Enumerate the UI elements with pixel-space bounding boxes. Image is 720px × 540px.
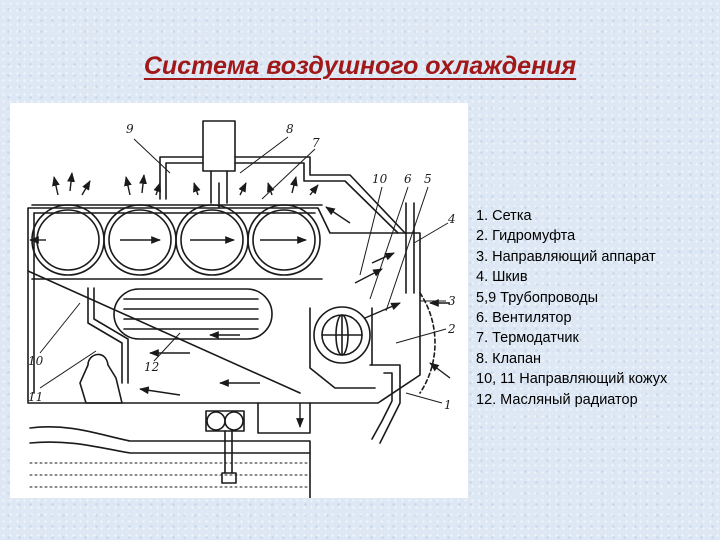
callout-6: 6 <box>404 172 412 186</box>
pulley-belt <box>405 202 415 294</box>
slide-title: Система воздушного охлаждения <box>143 52 577 80</box>
crankcase <box>257 402 311 434</box>
valve-housing <box>202 120 236 172</box>
callout-4: 4 <box>447 212 456 226</box>
callout-7: 7 <box>312 136 320 150</box>
callout-5: 5 <box>424 172 432 186</box>
legend-item: 7. Термодатчик <box>476 330 579 347</box>
oil-sump <box>29 426 311 498</box>
callout-8: 8 <box>286 122 294 136</box>
legend-item: 1. Сетка <box>476 208 532 224</box>
legend-item: 3. Направляющий аппарат <box>476 248 656 265</box>
callout-2: 2 <box>447 322 456 336</box>
diagram-drawing: 9 8 7 10 6 5 4 3 2 1 12 10 11 <box>27 120 456 498</box>
callout-10-left: 10 <box>28 354 44 368</box>
casing-diagonal <box>27 270 301 394</box>
oil-filter <box>79 353 123 404</box>
legend-item: 12. Масляный радиатор <box>476 391 638 408</box>
callout-12: 12 <box>144 360 159 374</box>
legend-item: 5,9 Трубопроводы <box>476 289 599 306</box>
callout-1: 1 <box>444 398 452 412</box>
callout-9: 9 <box>126 122 134 136</box>
mesh <box>419 292 436 394</box>
callout-10-top: 10 <box>372 172 388 186</box>
callout-11: 11 <box>28 390 43 404</box>
legend-list: 1. Сетка 2. Гидромуфта 3. Направляющий а… <box>476 206 716 410</box>
legend-item: 4. Шкив <box>476 269 528 286</box>
legend-item: 2. Гидромуфта <box>476 228 576 245</box>
guide-casing-11 <box>87 287 123 384</box>
oil-pump-1 <box>206 411 226 431</box>
fan-shroud <box>309 307 376 389</box>
legend-item: 6. Вентилятор <box>476 310 572 327</box>
callout-3: 3 <box>448 294 456 308</box>
fan <box>313 306 371 364</box>
upper-casing <box>27 207 421 404</box>
oil-pump-2 <box>224 411 244 431</box>
oil-radiator <box>113 288 273 340</box>
legend-item: 8. Клапан <box>476 350 542 367</box>
cooling-system-diagram: 9 8 7 10 6 5 4 3 2 1 12 10 11 <box>10 103 468 498</box>
legend-item: 10, 11 Направляющий кожух <box>476 371 668 388</box>
